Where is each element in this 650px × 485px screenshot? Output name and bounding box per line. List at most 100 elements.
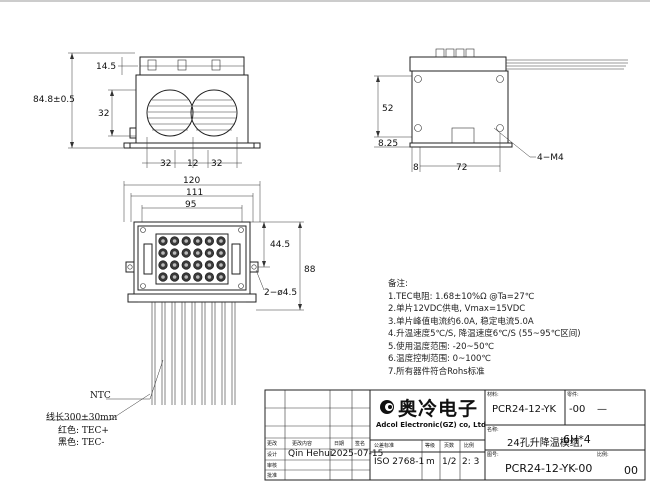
well-center [219,239,223,243]
well-center [161,239,165,243]
dim-32-left: 32 [160,159,171,169]
dim-32-right: 32 [211,159,222,169]
dim-hole: 2−ø4.5 [264,288,297,298]
title-block-frame [264,389,646,481]
well-center [184,239,188,243]
wire-label-ntc: NTC [90,391,111,401]
well-center [219,275,223,279]
dim-72: 72 [456,163,467,173]
well-center [161,263,165,267]
row-check: 审核 [267,463,278,469]
note-item: 2.单片12VDC供电, Vmax=15VDC [388,304,526,314]
note-item: 3.单片峰值电流约6.0A, 稳定电流5.0A [388,316,534,327]
side-pcb [409,56,507,72]
row-approve: 批准 [267,473,278,479]
dim-44-5: 44.5 [270,240,290,250]
well-center [207,263,212,267]
well-center [172,239,177,243]
wire-label-red: 红色: TEC+ [58,426,109,436]
well-center [172,275,177,279]
designer-name: Qin Hehui [288,449,333,459]
label-material: 材料: [487,392,499,398]
well-center [207,275,212,279]
dim-52: 52 [382,104,393,114]
note-item: 6.温度控制范围: 0~100℃ [388,354,491,364]
tolerance-standard: ISO 2768-1 [374,457,425,467]
row-design: 设计 [267,452,278,458]
front-housing [135,74,249,144]
label-tol-grade: 等级 [425,443,436,449]
drawing-number-extra: 00 [624,464,638,477]
fan-right [190,89,238,137]
well-center [172,263,177,267]
dim-111: 111 [186,188,203,198]
well-center [207,239,212,243]
note-item: 7.所有器件符合Rohs标准 [388,366,485,377]
sheet-number: 1/2 [442,457,457,467]
dim-95: 95 [185,200,196,210]
top-body [133,221,251,295]
design-date: 2025-07-15 [331,449,384,459]
label-part: 零件: [567,392,579,398]
dim-32-vertical: 32 [98,109,109,119]
part-code: PCR24-12-YK [492,404,557,415]
well-center [219,263,223,267]
product-name-a: 24孔升降温模组, [507,438,583,449]
part-dash: — [597,404,607,415]
header-content: 更改内容 [292,441,313,447]
well-center [219,251,223,255]
company-name-cn: 奥冷电子 [398,398,479,420]
well-center [196,275,200,279]
well-center [184,275,188,279]
part-suffix: -00 [569,404,586,415]
well-center [207,251,212,255]
label-drawing-no: 图号: [487,452,499,458]
header-sign: 签名 [355,441,366,447]
dim-8: 8 [413,163,419,173]
label-tol-scale: 比例 [464,443,475,449]
product-name-b: 6H*4 [563,433,591,446]
well-center [172,251,177,255]
dim-120: 120 [183,176,200,186]
notes-block: 备注: 1.TEC电阻: 1.68±10%Ω @Ta=27℃ 2.单片12VDC… [388,278,581,378]
well-grid [158,236,226,282]
well-block [155,233,229,285]
wire-bundle [151,302,236,405]
well-center [196,263,200,267]
header-changes: 更改 [267,441,278,447]
dim-8-25: 8.25 [378,139,398,149]
label-name: 名称: [487,427,499,433]
tolerance-grade: m [426,457,435,467]
side-view [374,48,628,172]
label-tol-std: 公差标准 [374,443,395,449]
label-tol-sheet: 页数 [444,443,455,449]
header-date: 日期 [334,441,345,447]
dim-4-m4: 4−M4 [537,153,564,163]
wire-label-black: 黑色: TEC- [58,438,105,448]
well-center [184,263,188,267]
well-center [184,251,188,255]
well-center [196,239,200,243]
company-name-en: Adcol Electronic(GZ) co, Ltd [376,421,486,429]
front-base-plate [123,142,261,149]
fan-left [146,89,194,137]
front-view [68,52,261,168]
label-ratio: 比例: [597,452,609,458]
notes-title: 备注: [388,279,408,289]
well-center [161,275,165,279]
side-housing [411,70,509,144]
drawing-scale: 2: 3 [462,457,480,467]
drawing-number: PCR24-12-YK-00 [505,462,593,475]
well-center [196,251,200,255]
well-center [161,251,165,255]
wire-label-length: 线长300±30mm [46,413,118,423]
dim-88: 88 [304,265,316,275]
dim-12: 12 [187,159,198,169]
note-item: 4.升温速度5℃/S, 降温速度6℃/S (55~95℃区间) [388,329,581,339]
note-item: 5.使用温度范围: -20~50℃ [388,341,495,352]
note-item: 1.TEC电阻: 1.68±10%Ω @Ta=27℃ [388,291,535,302]
dim-14-5: 14.5 [96,62,116,72]
top-view [46,181,304,421]
dim-84-8: 84.8±0.5 [33,95,75,105]
